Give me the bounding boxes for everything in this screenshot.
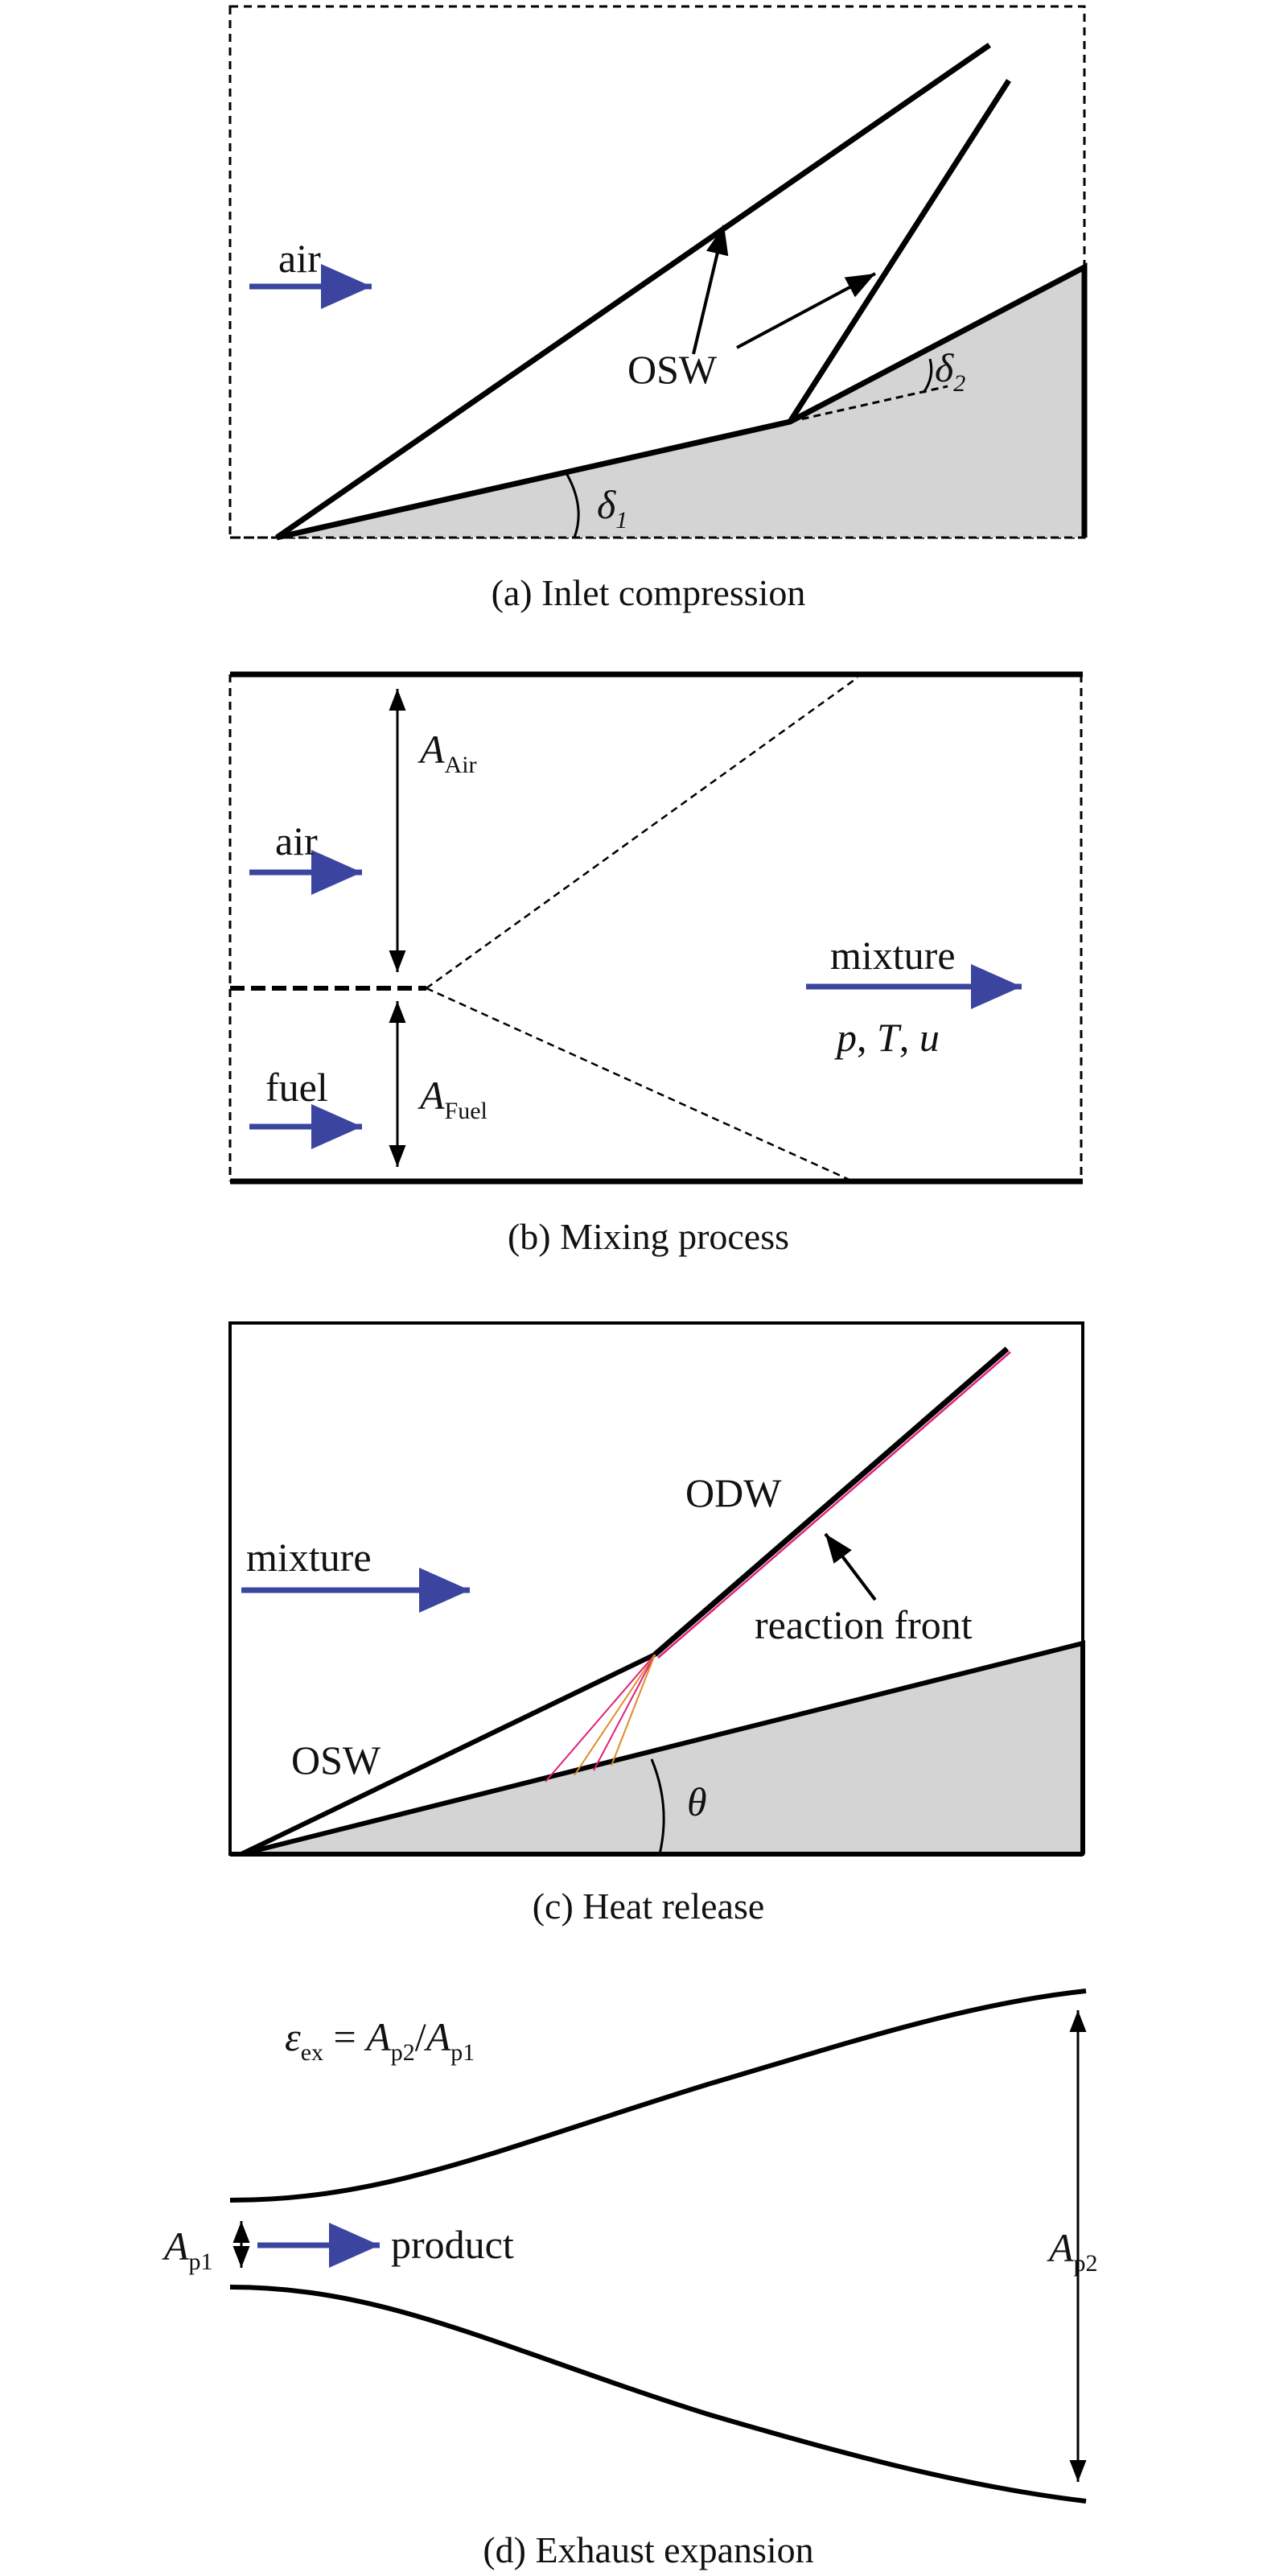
fan-ray-3 [593, 1654, 656, 1771]
eps-subscript: ex [301, 2039, 323, 2066]
ap2-eq-subscript: p2 [391, 2039, 415, 2066]
delta1-letter: δ [597, 482, 616, 527]
reaction-front-line [657, 1351, 1011, 1659]
area-air-letter: A [418, 727, 445, 772]
ap2-eq-letter: A [364, 2014, 391, 2059]
ap1-letter: A [162, 2224, 189, 2269]
osw-pointer-arrow-2 [736, 272, 876, 349]
oblique-shock-c [240, 1652, 656, 1857]
mixing-layer-lower [426, 987, 850, 1181]
ap2-letter: A [1047, 2225, 1074, 2270]
state-sep-2: , [899, 1015, 919, 1060]
panel-c-heat-release: θ mixture ODW reaction front OSW (c) Hea… [228, 1321, 1085, 1927]
fan-ray-2 [574, 1654, 656, 1776]
theta-label: θ [687, 1779, 707, 1824]
air-label: air [278, 236, 321, 281]
ap2-label: Ap2 [1047, 2225, 1098, 2277]
eq-sign: = [323, 2014, 366, 2059]
ap2-subscript: p2 [1074, 2250, 1098, 2277]
mixture-label-b: mixture [830, 933, 956, 978]
reaction-front-pointer [824, 1532, 877, 1601]
ramp-extension-line [789, 385, 948, 423]
mixing-layer-upper [426, 676, 858, 990]
mixture-label-c: mixture [246, 1535, 372, 1580]
ap1-label: Ap1 [162, 2224, 213, 2275]
inlet-ramp-wedge [277, 267, 1084, 538]
area-fuel-label: AFuel [418, 1073, 487, 1124]
inlet-ramp-outline [276, 262, 1088, 541]
caption-c: (c) Heat release [533, 1886, 765, 1927]
ap1-eq-letter: A [424, 2014, 451, 2059]
nozzle-upper-wall [229, 1989, 1087, 2203]
osw-label-c: OSW [291, 1737, 381, 1783]
delta2-subscript: 2 [953, 370, 965, 397]
wedge-outline [241, 1640, 1085, 1857]
area-fuel-letter: A [418, 1073, 445, 1118]
reaction-front-label: reaction front [755, 1602, 973, 1647]
state-t: T [877, 1015, 902, 1060]
osw-pointer-arrow-1 [692, 225, 729, 355]
caption-b: (b) Mixing process [508, 1216, 789, 1257]
state-sep-1: , [857, 1015, 877, 1060]
osw-label: OSW [627, 347, 718, 392]
ap1-subscript: p1 [189, 2248, 213, 2275]
ap1-eq-subscript: p1 [450, 2039, 475, 2066]
eq-slash: / [415, 2014, 426, 2059]
product-label: product [391, 2222, 514, 2267]
expansion-ratio-equation: εex = Ap2/Ap1 [285, 2014, 475, 2066]
nozzle-lower-wall [229, 2285, 1087, 2504]
delta2-symbol: δ2 [935, 345, 965, 397]
area-air-label: AAir [418, 727, 477, 778]
area-air-subscript: Air [445, 752, 477, 778]
air-label-b: air [275, 818, 318, 863]
angle-arc-delta2 [922, 358, 933, 394]
eps-letter: ε [285, 2014, 301, 2059]
fan-ray-1 [545, 1654, 656, 1783]
oblique-shock-wave-2 [788, 79, 1011, 423]
state-variables: p, T, u [834, 1015, 940, 1060]
caption-d: (d) Exhaust expansion [483, 2529, 813, 2570]
oblique-detonation-wave [652, 1346, 1010, 1657]
panel-b-mixing-process: AAir AFuel air fuel mixture p, T, u (b) … [228, 671, 1083, 1257]
caption-a: (a) Inlet compression [492, 572, 806, 613]
state-p: p [834, 1015, 857, 1060]
odw-label: ODW [685, 1470, 782, 1515]
delta1-subscript: 1 [615, 507, 627, 534]
panel-a-inlet-compression: air OSW δ1 δ2 (a) Inlet compression [228, 5, 1088, 613]
delta2-letter: δ [935, 345, 954, 390]
panel-d-exhaust-expansion: product Ap1 Ap2 εex = Ap2/Ap1 (d) Exhaus… [162, 1989, 1098, 2570]
angle-arc-theta [650, 1758, 665, 1855]
oblique-shock-wave-1 [275, 43, 991, 540]
angle-arc-delta1 [565, 472, 580, 538]
fan-ray-4 [611, 1654, 656, 1766]
state-u: u [919, 1015, 940, 1060]
fuel-label: fuel [265, 1065, 328, 1110]
area-fuel-subscript: Fuel [445, 1098, 487, 1124]
delta1-symbol: δ1 [597, 482, 627, 534]
